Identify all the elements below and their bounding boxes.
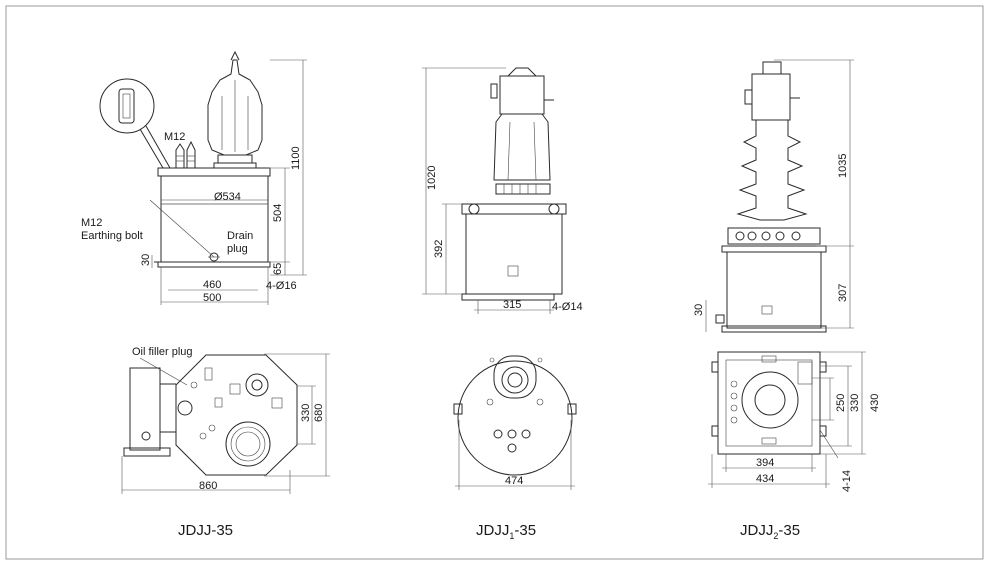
- label-base-30: 30: [140, 254, 152, 266]
- label-height-307: 307: [837, 284, 849, 302]
- label-height-1035: 1035: [837, 154, 849, 178]
- label-width-460: 460: [203, 279, 221, 291]
- jdjj-35-plan-view: [121, 353, 330, 494]
- tank: [726, 251, 822, 329]
- label-width-315: 315: [503, 299, 521, 311]
- label-height-1020: 1020: [426, 166, 438, 190]
- label-holes-16: 4-Ø16: [266, 280, 297, 292]
- label-diameter-534: Ø534: [214, 191, 241, 203]
- label-oil-filler-plug: Oil filler plug: [132, 346, 193, 358]
- label-width-500: 500: [203, 292, 221, 304]
- label-width-394: 394: [756, 457, 774, 469]
- label-plan-680: 680: [313, 404, 325, 422]
- label-width-434: 434: [756, 473, 774, 485]
- insulator-body: [493, 113, 551, 181]
- label-m12-top: M12: [164, 131, 185, 143]
- label-dim-430: 430: [869, 394, 881, 412]
- square-tank-top: [717, 351, 821, 455]
- jdjj1-35-plan-view: [453, 355, 577, 490]
- label-height-504: 504: [272, 204, 284, 222]
- label-holes-14: 4-Ø14: [552, 301, 583, 313]
- jdjj1-35-side-view: [422, 67, 567, 314]
- label-plan-860: 860: [199, 480, 217, 492]
- detail-circle: [99, 78, 155, 134]
- label-dim-250: 250: [835, 394, 847, 412]
- label-width-474: 474: [505, 475, 523, 487]
- jdjj2-35-side-view: [705, 59, 854, 333]
- label-base-30-right: 30: [693, 304, 705, 316]
- label-base-65: 65: [272, 263, 284, 275]
- drawing-frame: [5, 5, 984, 560]
- caption-jdjj1-35: JDJJ1-35: [476, 522, 536, 541]
- caption-jdjj-35: JDJJ-35: [178, 522, 233, 539]
- label-plug: plug: [227, 243, 248, 255]
- label-height-392: 392: [433, 240, 445, 258]
- jdjj2-35-plan-view: [708, 351, 866, 488]
- label-dim-330: 330: [849, 394, 861, 412]
- jdjj-35-side-view: [99, 50, 307, 305]
- stacked-insulator: [736, 119, 808, 221]
- label-earthing-m12: M12: [81, 217, 102, 229]
- caption-jdjj2-35: JDJJ2-35: [740, 522, 800, 541]
- label-plan-330: 330: [300, 404, 312, 422]
- label-height-1100: 1100: [290, 146, 302, 170]
- tank: [160, 175, 269, 263]
- label-drain: Drain: [227, 230, 253, 242]
- label-holes-4-14: 4-14: [841, 470, 853, 492]
- round-tank-top: [457, 360, 573, 476]
- label-earthing-bolt: Earthing bolt: [81, 230, 143, 242]
- octagon-tank-top: [175, 354, 298, 476]
- tank: [465, 213, 563, 295]
